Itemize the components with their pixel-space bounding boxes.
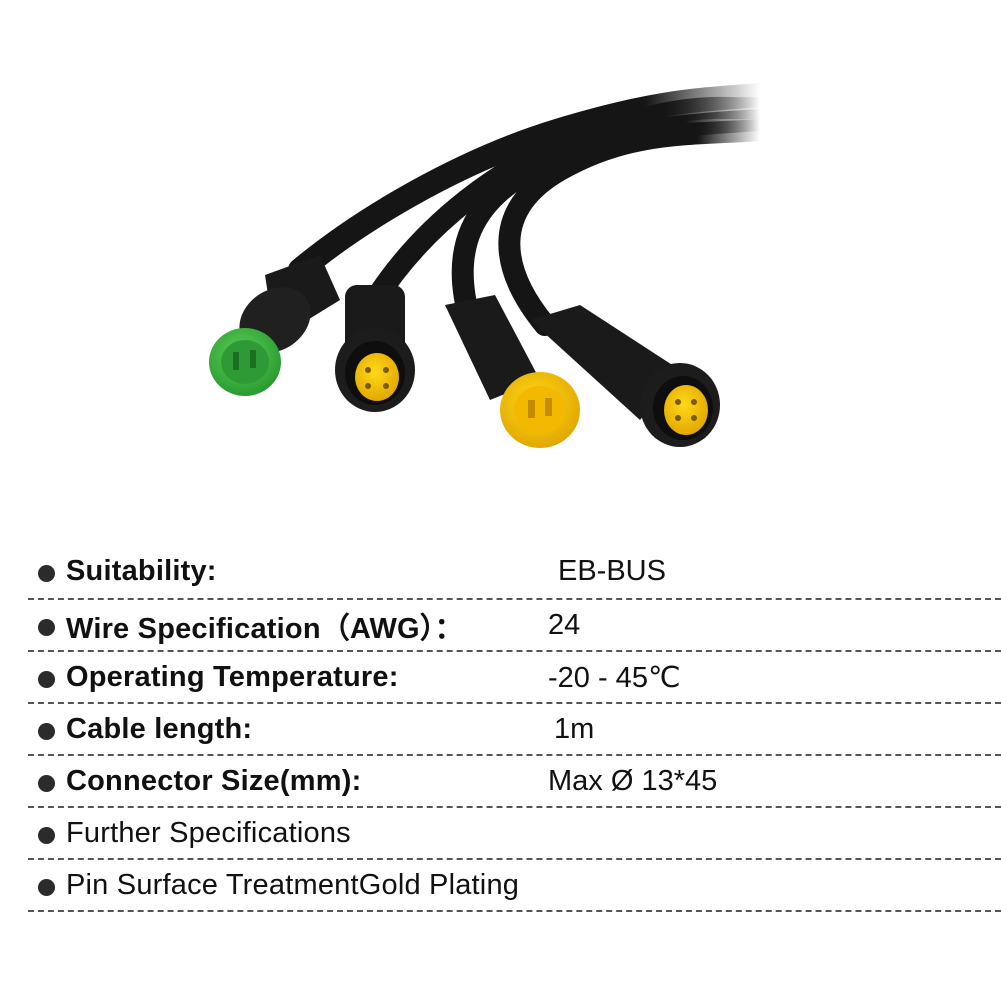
- spec-row-wire-specification: Wire Specification（AWG）： 24: [28, 600, 1001, 652]
- bullet-dot-icon: [38, 775, 55, 792]
- spec-row-pin-surface: Pin Surface TreatmentGold Plating: [28, 860, 1001, 912]
- spec-label: Suitability:: [66, 555, 217, 588]
- spec-value: 24: [548, 609, 581, 642]
- green-connector: [209, 255, 340, 396]
- yellow-connector: [445, 295, 580, 448]
- spec-row-connector-size: Connector Size(mm): Max Ø 13*45: [28, 756, 1001, 808]
- spec-label: Pin Surface TreatmentGold Plating: [66, 869, 520, 902]
- spec-value: Max Ø 13*45: [548, 765, 718, 798]
- spec-value: -20 - 45℃: [548, 662, 681, 695]
- spec-value: 1m: [554, 713, 595, 746]
- black-female-connector-1: [335, 285, 415, 412]
- bullet-dot-icon: [38, 619, 55, 636]
- cable-bundle: [288, 83, 772, 336]
- spec-label: Connector Size(mm):: [66, 765, 362, 798]
- bullet-dot-icon: [38, 879, 55, 896]
- bullet-dot-icon: [38, 671, 55, 688]
- spec-label: Further Specifications: [66, 817, 351, 850]
- spec-row-further-specifications: Further Specifications: [28, 808, 1001, 860]
- spec-list: Suitability: EB-BUS Wire Specification（A…: [28, 544, 1001, 912]
- spec-label: Cable length:: [66, 713, 253, 746]
- bullet-dot-icon: [38, 723, 55, 740]
- product-photo: [209, 83, 772, 448]
- spec-row-suitability: Suitability: EB-BUS: [28, 544, 1001, 600]
- spec-label: Operating Temperature:: [66, 661, 399, 694]
- black-female-connector-2: [530, 305, 720, 447]
- spec-label: Wire Specification（AWG）：: [66, 612, 464, 645]
- bullet-dot-icon: [38, 565, 55, 582]
- spec-row-cable-length: Cable length: 1m: [28, 704, 1001, 756]
- spec-row-operating-temperature: Operating Temperature: -20 - 45℃: [28, 652, 1001, 704]
- bullet-dot-icon: [38, 827, 55, 844]
- spec-value: EB-BUS: [558, 555, 666, 588]
